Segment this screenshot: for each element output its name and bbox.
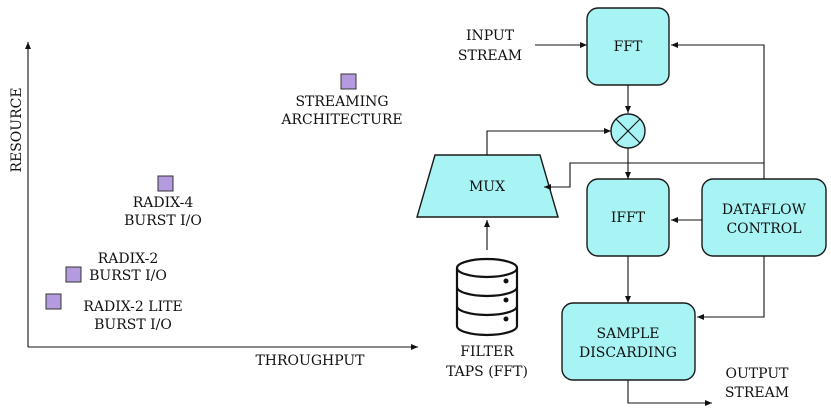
- dataflow-control-label-line1: DATAFLOW: [722, 202, 807, 218]
- filter-taps-label-line2: TAPS (FFT): [446, 364, 528, 380]
- mux-block: [416, 154, 559, 218]
- sample-discarding-label-line1: SAMPLE: [597, 326, 660, 342]
- block-diagram: INPUT STREAM FFT MUX FILTER: [416, 7, 827, 406]
- fft-label: FFT: [614, 39, 643, 55]
- point-label-streaming-line2: ARCHITECTURE: [280, 112, 402, 128]
- output-stream-label-line1: OUTPUT: [726, 366, 790, 382]
- point-radix2-lite-burst: [45, 293, 62, 310]
- mux-to-multiplier-arrow: [486, 128, 611, 155]
- point-radix2-burst: [65, 266, 82, 283]
- ifft-label: IFFT: [611, 210, 646, 226]
- control-to-mux-arrow: [544, 162, 764, 190]
- mux-label: MUX: [469, 179, 505, 195]
- point-radix4-burst: [157, 175, 174, 192]
- tradeoff-plot: RESOURCE THROUGHPUT STREAMING ARCHITECTU…: [9, 42, 418, 369]
- control-to-fft-arrow: [671, 42, 765, 179]
- point-label-radix2-line2: BURST I/O: [89, 268, 167, 284]
- output-stream-label-line2: STREAM: [725, 385, 789, 401]
- point-label-radix2lite-line2: BURST I/O: [94, 317, 172, 333]
- y-axis-label: RESOURCE: [9, 87, 25, 172]
- dataflow-control-label-line2: CONTROL: [726, 221, 801, 237]
- input-stream-label-line2: STREAM: [458, 48, 522, 64]
- point-label-streaming-line1: STREAMING: [295, 94, 388, 110]
- point-label-radix4-line1: RADIX-4: [133, 195, 194, 211]
- multiplier-cross-2: [615, 118, 641, 144]
- filter-taps-label-line1: FILTER: [460, 344, 514, 360]
- point-label-radix4-line2: BURST I/O: [124, 213, 202, 229]
- control-to-discarding-arrow: [697, 256, 765, 320]
- input-stream-label-line1: INPUT: [466, 28, 515, 44]
- database-icon: [455, 257, 519, 337]
- output-arrow: [627, 380, 712, 406]
- sample-discarding-label-line2: DISCARDING: [579, 345, 677, 361]
- point-streaming-architecture: [340, 73, 357, 90]
- point-label-radix2-line1: RADIX-2: [98, 251, 159, 267]
- x-axis-label: THROUGHPUT: [255, 353, 365, 369]
- point-label-radix2lite-line1: RADIX-2 LITE: [83, 299, 182, 315]
